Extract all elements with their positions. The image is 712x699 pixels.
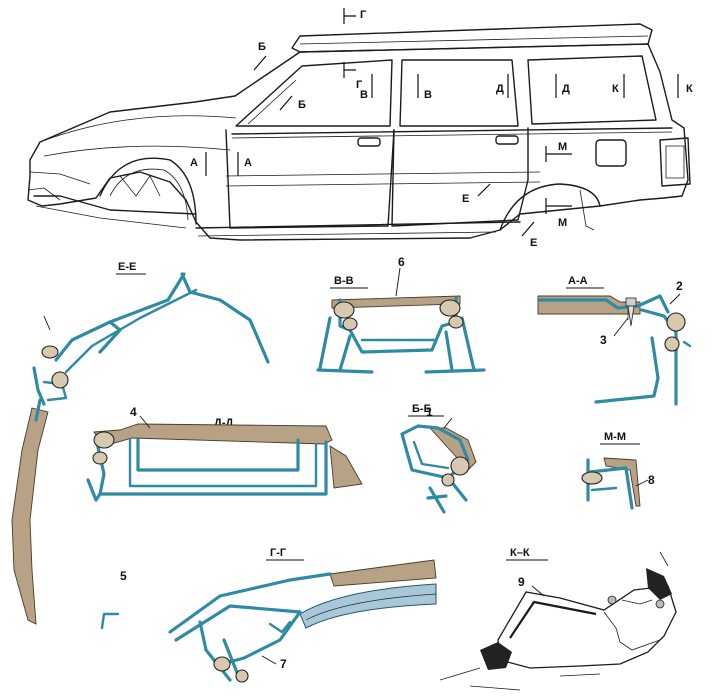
marker-b-upper-arrow — [253, 55, 267, 71]
callout-2: 2 — [676, 279, 683, 293]
marker-g-top-arrow — [343, 8, 356, 24]
marker-d-left: Д — [496, 83, 504, 95]
marker-a-right: А — [244, 157, 252, 169]
section-bb-title: Б-Б — [412, 403, 432, 415]
marker-g-mid: Г — [356, 79, 363, 91]
section-bb: Б-Б — [400, 403, 477, 514]
callout-numbers: 1 2 3 4 5 6 7 8 9 — [120, 255, 683, 671]
section-markers: Г Б Г Б В В Д Д К К А А М М Е — [190, 8, 693, 249]
callout-8: 8 — [648, 473, 655, 487]
marker-v-left: В — [360, 89, 368, 101]
marker-b-lower: Б — [298, 99, 306, 111]
marker-v-right: В — [424, 89, 432, 101]
marker-g-mid-arrow — [343, 62, 356, 78]
marker-m-lower: М — [558, 217, 567, 229]
callout-6: 6 — [398, 255, 405, 269]
marker-k-right: К — [686, 83, 693, 95]
section-kk: К–К — [439, 547, 677, 691]
section-aa: А-А — [537, 275, 692, 406]
section-gg-title: Г-Г — [270, 547, 287, 559]
callout-4: 4 — [130, 405, 137, 419]
car-body-side-view — [27, 23, 691, 241]
callout-5: 5 — [120, 569, 127, 583]
marker-m-upper: М — [558, 141, 567, 153]
marker-e-upper: Е — [462, 193, 469, 205]
marker-d-right: Д — [562, 83, 570, 95]
marker-e-lower-arrow — [521, 221, 535, 237]
section-ee-title: Е-Е — [118, 261, 136, 273]
marker-e-lower: Е — [530, 237, 537, 249]
marker-g-top: Г — [360, 9, 367, 21]
marker-b-lower-arrow — [279, 95, 293, 111]
marker-m-lower-arrow — [545, 198, 572, 214]
section-vv: В-В — [316, 267, 486, 374]
marker-m-upper-arrow — [545, 146, 572, 162]
section-aa-title: А-А — [568, 275, 588, 287]
marker-b-upper: Б — [258, 41, 266, 53]
section-gg: Г-Г — [168, 547, 437, 683]
section-dd: Д-Д — [86, 415, 363, 502]
section-kk-title: К–К — [510, 547, 530, 559]
marker-k-left: К — [612, 83, 619, 95]
callout-3: 3 — [600, 333, 607, 347]
section-mm-title: М-М — [604, 431, 626, 443]
marker-a-left: А — [190, 157, 198, 169]
section-ee: Е-Е — [11, 261, 270, 630]
callout-9: 9 — [518, 575, 525, 589]
section-vv-title: В-В — [334, 275, 354, 287]
marker-e-upper-arrow — [477, 183, 491, 197]
callout-7: 7 — [280, 657, 287, 671]
section-mm: М-М — [581, 431, 649, 510]
callout-1: 1 — [426, 405, 433, 419]
